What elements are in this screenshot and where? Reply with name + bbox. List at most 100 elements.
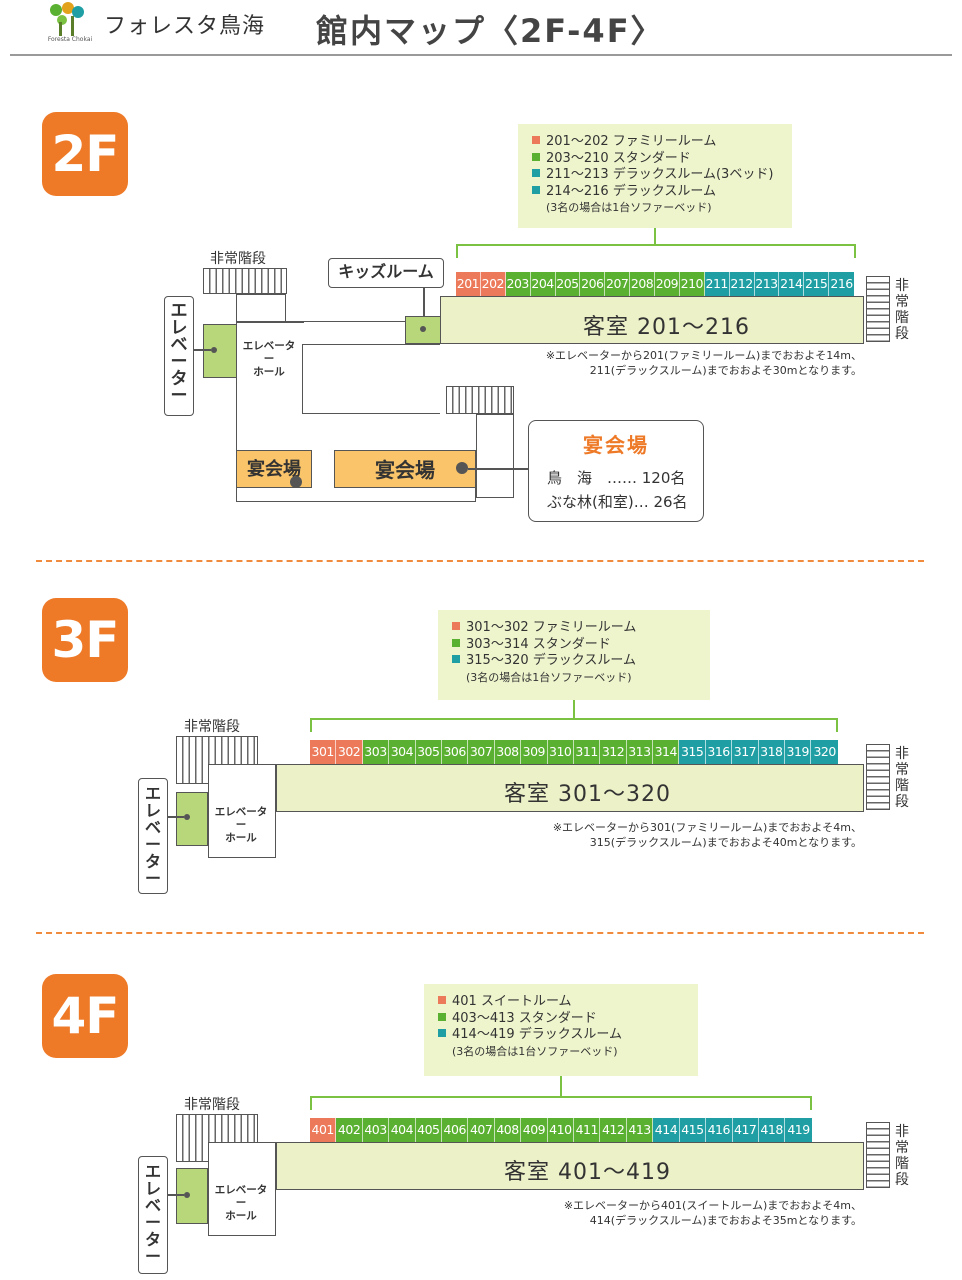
- emergency-label-char: 階: [895, 778, 909, 794]
- emergency-stairs: [203, 268, 287, 294]
- brand-name: フォレスタ鳥海: [104, 14, 266, 39]
- room-402: 402: [336, 1118, 363, 1142]
- emergency-stairs-right: [866, 744, 890, 810]
- elevator-car: [176, 1168, 208, 1224]
- elevator-label-char: タ: [144, 1230, 161, 1249]
- elevator-label-char: タ: [144, 852, 161, 871]
- legend-note: (3名の場合は1台ソファーベッド): [452, 1044, 618, 1058]
- emergency-label-char: 階: [895, 1156, 909, 1172]
- elevator-hall-label: エレベーターホール: [214, 1184, 268, 1222]
- room-408: 408: [494, 1118, 522, 1142]
- elevator-label-char: レ: [144, 1179, 161, 1198]
- room-411: 411: [574, 1118, 601, 1142]
- elevator-hall: [208, 764, 276, 858]
- elevator-vertical-label: エレベーター: [138, 778, 168, 894]
- elevator-hall: [208, 1142, 276, 1236]
- room-314: 314: [653, 740, 680, 764]
- header-divider: [10, 54, 952, 56]
- emergency-label-char: 段: [895, 326, 909, 342]
- room-410: 410: [547, 1118, 575, 1142]
- elevator-leader: [168, 1194, 184, 1196]
- elevator-label-char: ベ: [170, 335, 188, 355]
- guest-room-block-label: 客室 401～419: [504, 1160, 671, 1185]
- emergency-label-char: 段: [895, 794, 909, 810]
- floor-badge-4f: 4F: [42, 974, 128, 1058]
- legend-note: (3名の場合は1台ソファーベッド): [546, 201, 712, 214]
- room-312: 312: [600, 740, 627, 764]
- emergency-label-char: 階: [895, 310, 909, 326]
- elevator-marker: [184, 1192, 190, 1198]
- room-208: 208: [630, 272, 655, 296]
- elevator-label-char: エ: [144, 784, 161, 803]
- emergency-stairs-label: 非常階段: [184, 719, 240, 735]
- emergency-label-char: 非: [895, 278, 909, 294]
- page-title: 館内マップ〈2F-4F〉: [316, 12, 665, 50]
- logo-subtitle: Foresta Chokai: [47, 36, 93, 43]
- room-302: 302: [336, 740, 363, 764]
- legend-item: 414～419 デラックスルーム: [438, 1027, 684, 1044]
- legend-item: 403～413 スタンダード: [438, 1011, 684, 1028]
- room-417: 417: [732, 1118, 759, 1142]
- bracket-stem: [654, 228, 656, 244]
- banquet-leader: [468, 468, 528, 470]
- room-214: 214: [779, 272, 805, 296]
- room-207: 207: [605, 272, 631, 296]
- elevator-label-char: ベ: [144, 818, 161, 837]
- room-404: 404: [389, 1118, 416, 1142]
- room-309: 309: [521, 740, 548, 764]
- page-header: Foresta Chokai フォレスタ鳥海 館内マップ〈2F-4F〉: [0, 0, 962, 60]
- room-306: 306: [441, 740, 469, 764]
- legend-item: 203～210 スタンダード: [532, 151, 778, 168]
- room-307: 307: [468, 740, 495, 764]
- room-419: 419: [785, 1118, 812, 1142]
- legend-item: 401 スイートルーム: [438, 994, 684, 1011]
- section-divider: [36, 560, 924, 562]
- guest-room-block-2f: [440, 296, 864, 344]
- room-315: 315: [679, 740, 706, 764]
- room-406: 406: [442, 1118, 469, 1142]
- room-401: 401: [310, 1118, 337, 1142]
- banquet-info-title: 宴会場: [583, 433, 649, 457]
- room-213: 213: [754, 272, 780, 296]
- distance-note: ※エレベーターから401(スイートルーム)までおおよそ4m、414(デラックスル…: [563, 1199, 862, 1227]
- banquet-capacity-row: 鳥 海 …… 120名: [547, 469, 686, 487]
- bracket-stem: [560, 1076, 562, 1096]
- stair-landing: [236, 294, 286, 322]
- elevator-label-char: レ: [144, 801, 161, 820]
- emergency-label-char: 常: [895, 1140, 909, 1156]
- elevator-vertical-label: エレベーター: [164, 296, 194, 416]
- room-414: 414: [653, 1118, 680, 1142]
- room-413: 413: [626, 1118, 654, 1142]
- emergency-stairs-right: [866, 1122, 890, 1188]
- elevator-car: [203, 324, 237, 378]
- corridor: [286, 296, 440, 322]
- kids-room-label: キッズルーム: [328, 258, 444, 288]
- room-212: 212: [729, 272, 755, 296]
- elevator-label-char: エ: [170, 301, 188, 321]
- guest-room-block-label: 客室 201～216: [583, 315, 750, 340]
- elevator-hall: [236, 322, 304, 452]
- rooms-bracket: [310, 718, 838, 732]
- emergency-stairs-label: 非常階段: [184, 1097, 240, 1113]
- elevator-hall-label: エレベーターホール: [242, 340, 296, 378]
- elevator-label-char: エ: [144, 1162, 161, 1181]
- rooms-bracket: [456, 244, 856, 258]
- elevator-label-char: タ: [170, 369, 188, 389]
- room-405: 405: [415, 1118, 443, 1142]
- elevator-label-char: ー: [144, 869, 161, 888]
- emergency-label-char: 非: [895, 746, 909, 762]
- room-308: 308: [494, 740, 522, 764]
- room-318: 318: [758, 740, 786, 764]
- elevator-leader: [194, 349, 211, 351]
- elevator-label-char: ー: [170, 386, 188, 406]
- legend-item: 211～213 デラックスルーム(3ベッド): [532, 167, 778, 184]
- lobby-corridor: [302, 344, 440, 414]
- room-319: 319: [785, 740, 812, 764]
- room-204: 204: [530, 272, 556, 296]
- room-215: 215: [804, 272, 830, 296]
- emergency-stairs-label: 非常階段: [210, 251, 266, 267]
- room-409: 409: [521, 1118, 548, 1142]
- elevator-marker: [184, 814, 190, 820]
- legend-item: 214～216 デラックスルーム: [532, 184, 778, 201]
